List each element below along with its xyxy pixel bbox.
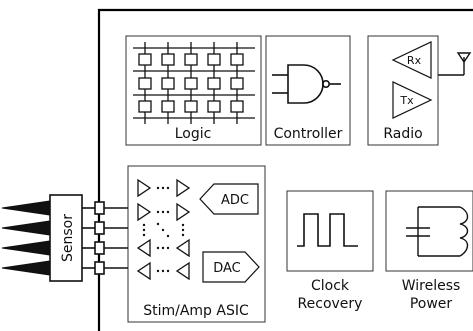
clock-recovery-block: Clock Recovery [286, 190, 374, 312]
rx-label: Rx [407, 54, 422, 67]
nand-gate-icon [272, 64, 341, 104]
sensor-block: Sensor [1, 194, 128, 282]
wireless-label-line1: Wireless [402, 278, 461, 294]
logic-grid-icon [133, 42, 255, 124]
wireless-power-block: Wireless Power [385, 190, 473, 312]
radio-box [367, 35, 439, 146]
asic-label: Stim/Amp ASIC [143, 303, 249, 319]
sensor-connectors [82, 201, 128, 275]
radio-label: Radio [383, 126, 422, 142]
lc-tank-icon [406, 206, 469, 257]
clock-label-line1: Clock [311, 278, 350, 294]
sensor-box [49, 194, 83, 282]
ellipsis-dots-icon [142, 186, 185, 273]
logic-label: Logic [175, 126, 212, 142]
adc-label: ADC [221, 193, 249, 208]
transmitter-triangle-icon: Tx [392, 81, 433, 119]
square-wave-icon [297, 213, 358, 247]
controller-label: Controller [274, 126, 343, 142]
logic-block: Logic [125, 35, 262, 146]
sensor-label: Sensor [60, 214, 76, 262]
electrode-spikes-icon [1, 200, 51, 276]
adc-tag: ADC [199, 183, 259, 215]
amplifier-array-icon [136, 178, 191, 281]
antenna-icon [438, 52, 472, 76]
asic-block: ADC DAC Stim/Amp ASIC [127, 165, 266, 323]
controller-block: Controller [265, 35, 351, 146]
asic-box [127, 165, 266, 323]
controller-box [265, 35, 351, 146]
dac-tag: DAC [202, 251, 260, 283]
radio-block: Rx Tx Radio [367, 35, 472, 146]
clock-label-line2: Recovery [298, 296, 363, 312]
wireless-label-line2: Power [410, 296, 453, 312]
receiver-triangle-icon: Rx [391, 41, 432, 79]
dac-label: DAC [213, 261, 241, 276]
tx-label: Tx [399, 94, 414, 107]
wireless-power-box [385, 190, 473, 272]
